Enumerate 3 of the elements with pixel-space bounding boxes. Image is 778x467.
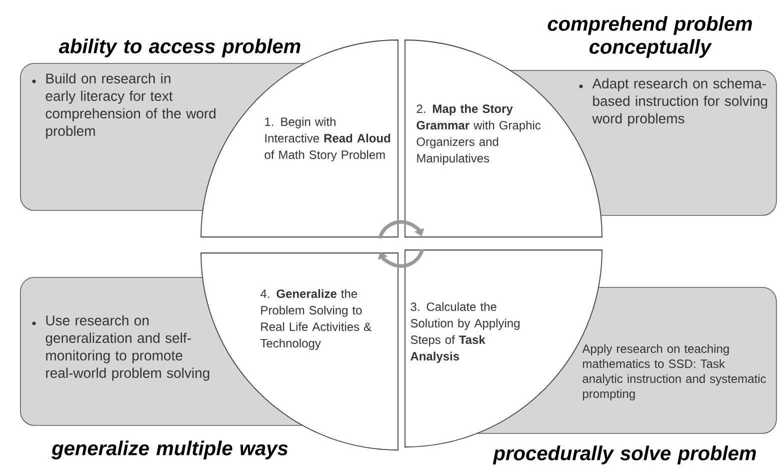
heading: procedurally solve problem bbox=[492, 446, 756, 464]
cycle-arrow bbox=[378, 249, 424, 268]
cycle-arrow bbox=[378, 220, 424, 239]
